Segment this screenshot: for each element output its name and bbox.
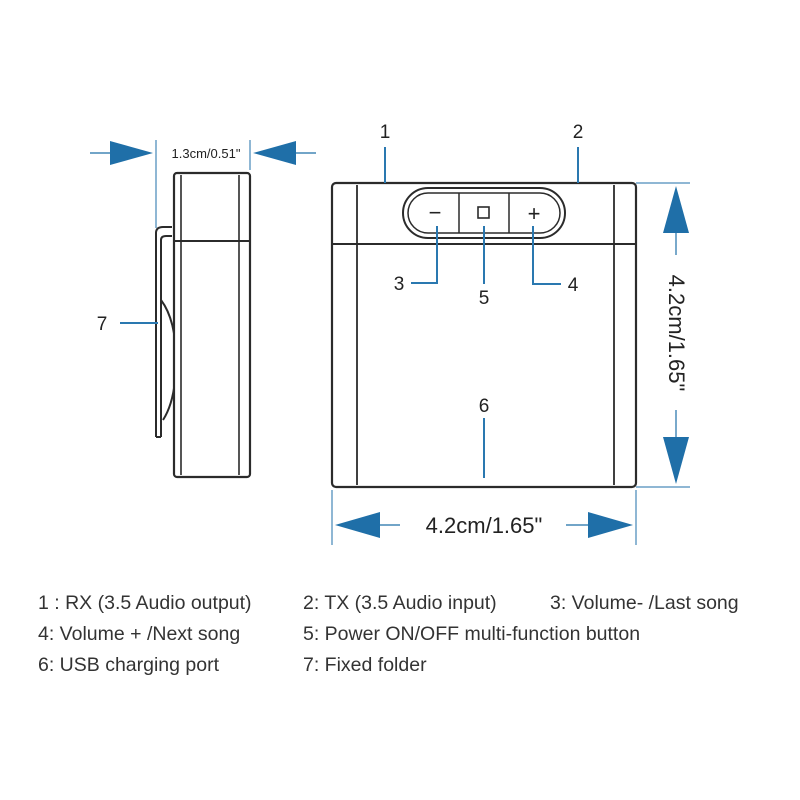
thickness-arrow-left — [110, 141, 153, 165]
thickness-dimension-label: 1.3cm/0.51" — [172, 146, 241, 161]
side-body — [172, 171, 252, 479]
callout-4: 4 — [568, 275, 579, 296]
square-icon — [477, 206, 490, 219]
legend-item-7: 7: Fixed folder — [303, 654, 427, 676]
legend-item-3: 3: Volume- /Last song — [550, 592, 739, 614]
side-view: 1.3cm/0.51" 7 — [90, 140, 316, 479]
height-dimension-label: 4.2cm/1.65" — [664, 275, 689, 392]
clip-outline — [155, 226, 172, 437]
height-arrow-bottom — [663, 437, 689, 484]
callout-1: 1 — [380, 122, 391, 143]
legend-item-1: 1 : RX (3.5 Audio output) — [38, 592, 252, 614]
legend: 1 : RX (3.5 Audio output) 2: TX (3.5 Aud… — [38, 592, 778, 685]
front-body — [330, 181, 638, 489]
legend-row: 6: USB charging port 7: Fixed folder — [38, 654, 778, 685]
width-arrow-left — [335, 512, 380, 538]
callout-5: 5 — [479, 288, 490, 309]
front-view: − + 1 2 3 5 4 6 4.2cm/1.65" 4. — [330, 122, 690, 545]
thickness-arrow-right — [253, 141, 296, 165]
legend-item-5: 5: Power ON/OFF multi-function button — [303, 623, 641, 645]
height-arrow-top — [663, 186, 689, 233]
legend-row: 1 : RX (3.5 Audio output) 2: TX (3.5 Aud… — [38, 592, 778, 623]
callout-3: 3 — [394, 274, 405, 295]
legend-item-6: 6: USB charging port — [38, 654, 220, 676]
callout-6: 6 — [479, 396, 490, 417]
callout-4-leader — [532, 226, 561, 285]
callout-3-leader — [411, 226, 438, 284]
legend-item-2: 2: TX (3.5 Audio input) — [303, 592, 497, 614]
legend-item-4: 4: Volume + /Next song — [38, 623, 241, 645]
width-arrow-right — [588, 512, 633, 538]
legend-row: 4: Volume + /Next song 5: Power ON/OFF m… — [38, 623, 778, 654]
callout-2: 2 — [573, 122, 584, 143]
width-dimension-label: 4.2cm/1.65" — [426, 513, 543, 538]
volume-down-button: − — [429, 200, 442, 225]
volume-up-button: + — [528, 201, 541, 226]
callout-7: 7 — [97, 314, 108, 335]
